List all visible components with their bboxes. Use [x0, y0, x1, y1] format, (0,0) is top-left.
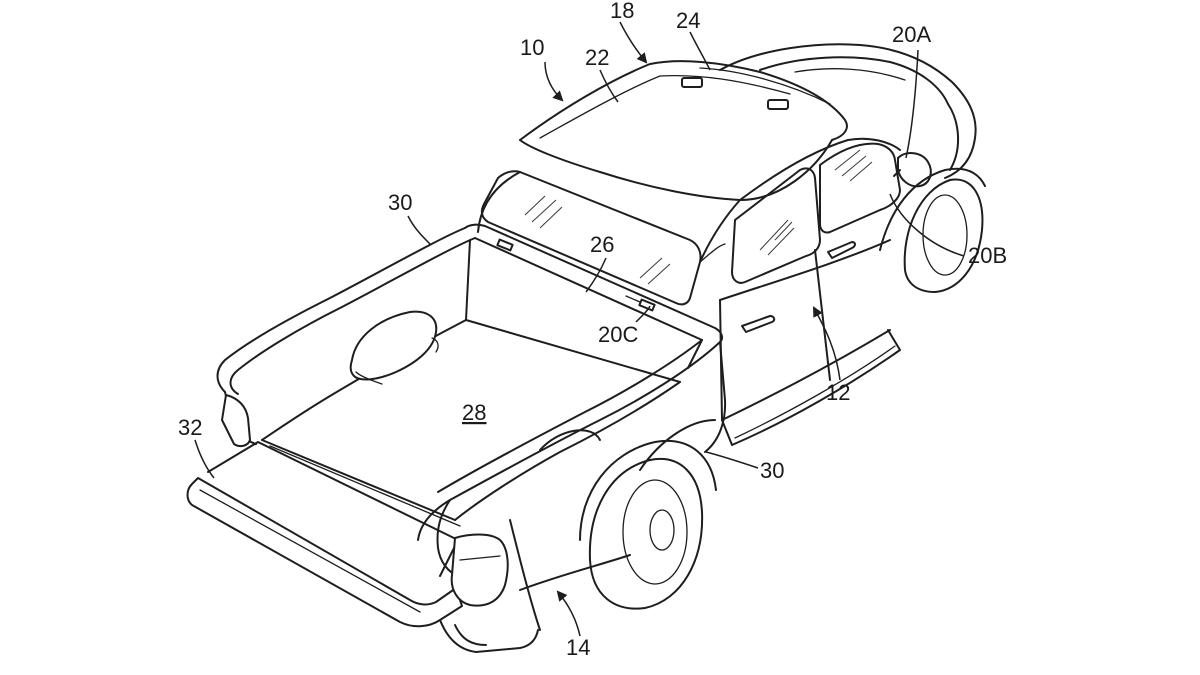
ref-18: 18: [610, 0, 634, 23]
ref-22: 22: [585, 45, 609, 70]
ref-28: 28: [462, 400, 486, 425]
leader-30-left: [407, 215, 431, 245]
ref-30-right: 30: [760, 458, 784, 483]
cab-rear-window: [477, 170, 726, 306]
ref-20a: 20A: [892, 22, 931, 47]
leader-26: [585, 257, 607, 293]
ref-12: 12: [826, 380, 850, 405]
cab-roof: [519, 60, 848, 201]
ref-14: 14: [566, 635, 590, 660]
leader-lines: [194, 21, 965, 637]
ref-26: 26: [590, 232, 614, 257]
cleat-1: [496, 238, 514, 252]
left-taillight: [221, 394, 251, 448]
truck-front-hood: [719, 43, 977, 179]
ref-20c: 20C: [598, 322, 638, 347]
ref-30-left: 30: [388, 190, 412, 215]
ref-10: 10: [520, 35, 544, 60]
leader-14: [556, 590, 581, 637]
wheel-well-hump: [349, 310, 438, 381]
roof-sensor-pod-1: [681, 77, 703, 88]
leader-24: [689, 31, 711, 71]
leader-18: [619, 21, 648, 64]
leader-30-right: [705, 451, 759, 469]
leader-12: [812, 306, 841, 381]
leader-22: [599, 69, 619, 103]
ref-24: 24: [676, 8, 700, 33]
leader-20b: [889, 193, 965, 257]
ref-20b: 20B: [968, 243, 1007, 268]
side-mirror: [897, 152, 932, 188]
reference-labels: 10 22 18 24 20A 20B 20C 30 26 28 30 12 3…: [178, 0, 1007, 660]
front-door-handle: [827, 241, 856, 259]
tailgate: [186, 394, 539, 653]
roof-sensor-pod-2: [767, 99, 789, 110]
cab-side: [699, 137, 932, 446]
leader-32: [194, 439, 215, 479]
ref-32: 32: [178, 415, 202, 440]
leader-20a: [905, 49, 919, 159]
right-taillight: [450, 533, 509, 607]
rear-door-handle: [741, 315, 776, 333]
leader-20c: [635, 305, 651, 323]
rear-wheel: [539, 429, 717, 610]
leader-10: [544, 61, 564, 102]
front-wheel: [879, 167, 986, 293]
